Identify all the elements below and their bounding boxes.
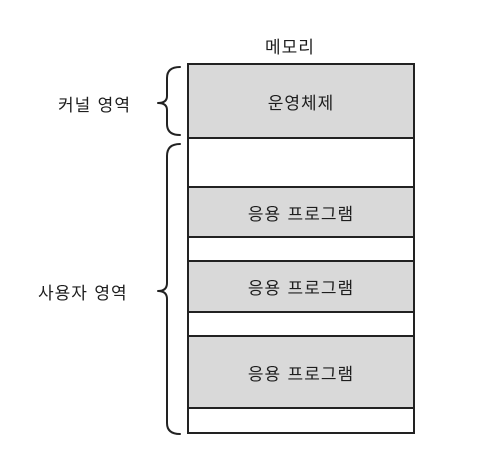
segment-operating-system: 운영체제 <box>189 65 413 139</box>
segment-free-1 <box>189 139 413 188</box>
segment-label: 운영체제 <box>267 93 335 114</box>
memory-block: 운영체제 응용 프로그램 응용 프로그램 응용 프로그램 <box>187 63 415 434</box>
segment-label: 응용 프로그램 <box>247 204 355 225</box>
memory-title: 메모리 <box>265 38 315 58</box>
kernel-region-label: 커널 영역 <box>58 96 131 116</box>
user-brace <box>157 143 181 435</box>
segment-application-3: 응용 프로그램 <box>189 337 413 409</box>
segment-free-4 <box>189 409 413 432</box>
segment-label: 응용 프로그램 <box>247 364 355 385</box>
segment-free-2 <box>189 238 413 262</box>
segment-application-2: 응용 프로그램 <box>189 262 413 313</box>
segment-free-3 <box>189 313 413 337</box>
segment-application-1: 응용 프로그램 <box>189 188 413 238</box>
segment-label: 응용 프로그램 <box>247 279 355 299</box>
user-region-label: 사용자 영역 <box>38 284 128 304</box>
kernel-brace <box>157 66 181 136</box>
